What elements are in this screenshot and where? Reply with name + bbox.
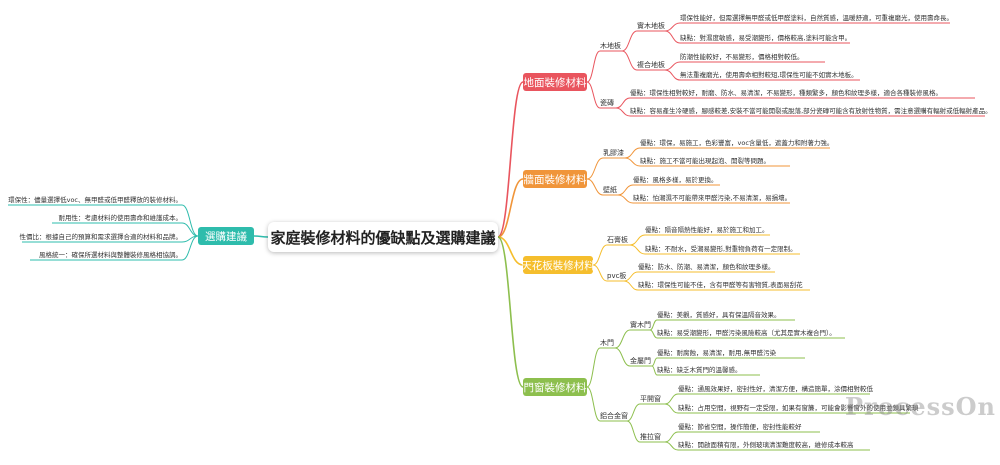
- connector: [586, 178, 604, 196]
- connector: [629, 244, 646, 255]
- connector: [624, 157, 641, 167]
- connector: [614, 347, 631, 367]
- tiles-advantages[interactable]: 優點：環保性相對較好，耐磨、防水、易清潔，不易變形，種類繁多，顏色和紋理多樣，適…: [630, 89, 942, 97]
- gypsum-board-disadvantages[interactable]: 缺點：不耐水，受潮易變形,對重物負荷有一定限制。: [645, 245, 797, 253]
- node-aluminum-window[interactable]: 鋁合金窗: [600, 412, 628, 420]
- connector: [664, 393, 679, 405]
- connector: [664, 403, 679, 414]
- node-wooden-door[interactable]: 木門: [600, 339, 614, 347]
- connector: [497, 236, 524, 388]
- connector: [586, 81, 601, 109]
- advice-value[interactable]: 性價比：根據自己的預算和需求選擇合適的材料和品牌。: [19, 233, 183, 241]
- connector: [181, 235, 199, 261]
- connector: [664, 69, 681, 81]
- category-wall-materials[interactable]: 牆面裝修材料: [523, 170, 587, 188]
- connector: [621, 30, 638, 52]
- connector: [586, 50, 601, 83]
- connector: [624, 147, 641, 159]
- connector: [497, 178, 524, 238]
- connector: [586, 347, 601, 388]
- connector: [586, 157, 604, 180]
- connector: [649, 329, 658, 339]
- pvc-board-advantages[interactable]: 優點：防水、防潮、易清潔，顏色和紋理多樣。: [638, 263, 775, 271]
- casement-window-disadvantages[interactable]: 缺點：占用空間，視野有一定受限，如果有窗簾，可能會影響窗外的使用並鎖具繁瑣: [678, 404, 919, 412]
- node-sliding-window[interactable]: 推拉窗: [640, 433, 661, 441]
- root-topic[interactable]: 家庭裝修材料的優缺點及選購建議: [268, 222, 498, 252]
- advice-eco[interactable]: 環保性：儘量選擇低voc、無甲醛或低甲醛釋放的裝修材料。: [8, 196, 182, 204]
- advice-durability[interactable]: 耐用性：考慮材料的使用壽命和維護成本。: [58, 214, 183, 222]
- latex-paint-disadvantages[interactable]: 缺點：施工不當可能出現起泡、開裂等問題。: [640, 157, 770, 165]
- category-floor-materials[interactable]: 地面裝修材料: [523, 73, 587, 91]
- connector: [623, 280, 639, 291]
- composite-floor-disadvantages[interactable]: 無法重複磨光，使用壽命相對較短,環保性可能不如實木地板。: [680, 71, 858, 79]
- latex-paint-advantages[interactable]: 優點：環保，易施工，色彩豐富，voc含量低，遮蓋力和附著力強。: [640, 139, 834, 147]
- connector: [615, 107, 631, 117]
- connector: [181, 204, 199, 237]
- connector: [617, 194, 634, 204]
- node-wallpaper[interactable]: 壁紙: [603, 186, 617, 194]
- connector: [649, 319, 658, 331]
- pvc-board-disadvantages[interactable]: 缺點：環保性可能不佳，含有甲醛等有害物質,表面易刮花: [638, 281, 803, 289]
- metal-door-disadvantages[interactable]: 缺點：缺乏木質門的溫馨感。: [657, 366, 742, 374]
- connector: [253, 235, 269, 238]
- node-pvc-board[interactable]: pvc板: [607, 272, 627, 280]
- node-latex-paint[interactable]: 乳膠漆: [603, 149, 624, 157]
- node-metal-door[interactable]: 金屬門: [630, 357, 651, 365]
- composite-floor-advantages[interactable]: 防潮性能較好，不易變形，價格相對較低。: [680, 53, 804, 61]
- node-casement-window[interactable]: 平開窗: [640, 395, 661, 403]
- connector: [664, 441, 679, 451]
- connector: [181, 222, 199, 237]
- connector: [651, 357, 658, 367]
- wallpaper-advantages[interactable]: 優點：風格多樣，易於更換。: [633, 176, 718, 184]
- connector: [497, 236, 524, 266]
- node-wood-floor[interactable]: 木地板: [600, 42, 621, 50]
- advice-style[interactable]: 風格統一：確保所選材料與整體裝修風格相協調。: [39, 251, 182, 259]
- sliding-window-advantages[interactable]: 優點：節省空間，操作簡便，密封性能較好: [678, 423, 802, 431]
- node-composite-floor[interactable]: 複合地板: [637, 61, 665, 69]
- processon-watermark: ProcessOn: [845, 392, 996, 421]
- connector: [664, 61, 681, 71]
- connector: [664, 22, 681, 32]
- solid-wood-floor-advantages[interactable]: 環保性能好，但需選擇無甲醛或低甲醛塗料，自然質感，溫暖舒適，可重複磨光，使用壽命…: [680, 14, 953, 22]
- node-gypsum-board[interactable]: 石膏板: [607, 236, 628, 244]
- connector: [592, 264, 608, 282]
- connector: [626, 420, 641, 443]
- wallpaper-disadvantages[interactable]: 缺點：怕潮濕不可能帶來甲醛污染,不易清潔，易損壞。: [633, 194, 792, 202]
- sliding-window-disadvantages[interactable]: 缺點：開啟面積有限，外側玻璃清潔難度較高，維修成本較高: [678, 441, 854, 449]
- connector: [664, 431, 679, 443]
- node-solid-wood-door[interactable]: 實木門: [630, 321, 651, 329]
- solid-wood-floor-disadvantages[interactable]: 缺點：對濕度敏感，易受潮變形，價格較高,塗料可能含甲。: [680, 34, 852, 42]
- connector: [651, 365, 658, 376]
- tiles-disadvantages[interactable]: 缺點：容易產生冷硬感，腳感較差,安裝不當可能開裂或脫落,部分瓷磚可能含有放射性物…: [630, 107, 992, 115]
- connector: [621, 50, 638, 71]
- connector: [615, 97, 631, 109]
- connector: [592, 244, 608, 266]
- solid-wood-door-disadvantages[interactable]: 缺點：易受潮變形，甲醛污染風險較高（尤其是實木複合門）。: [657, 329, 836, 337]
- node-tiles[interactable]: 瓷磚: [600, 99, 614, 107]
- connector: [586, 386, 601, 422]
- category-door-window-materials[interactable]: 門窗裝修材料: [523, 378, 587, 396]
- connector: [629, 234, 646, 246]
- solid-wood-door-advantages[interactable]: 優點：美觀，質感好，具有保溫隔音效果。: [657, 311, 781, 319]
- connector: [614, 329, 631, 349]
- gypsum-board-advantages[interactable]: 優點：隔音隔熱性能好，易於施工和加工。: [645, 226, 769, 234]
- casement-window-advantages[interactable]: 優點：通風效果好，密封性好，清潔方便，構造簡單，涂價相對較低: [678, 385, 873, 393]
- metal-door-advantages[interactable]: 優點：耐腐蝕，易清潔，耐用,無甲醛污染: [657, 349, 777, 357]
- category-ceiling-materials[interactable]: 天花板裝修材料: [521, 256, 595, 274]
- connector: [617, 184, 634, 196]
- node-solid-wood-floor[interactable]: 實木地板: [637, 22, 665, 30]
- connector: [664, 30, 681, 44]
- connector: [626, 403, 641, 422]
- category-purchase-advice[interactable]: 選購建議: [198, 227, 254, 245]
- connector: [497, 81, 524, 238]
